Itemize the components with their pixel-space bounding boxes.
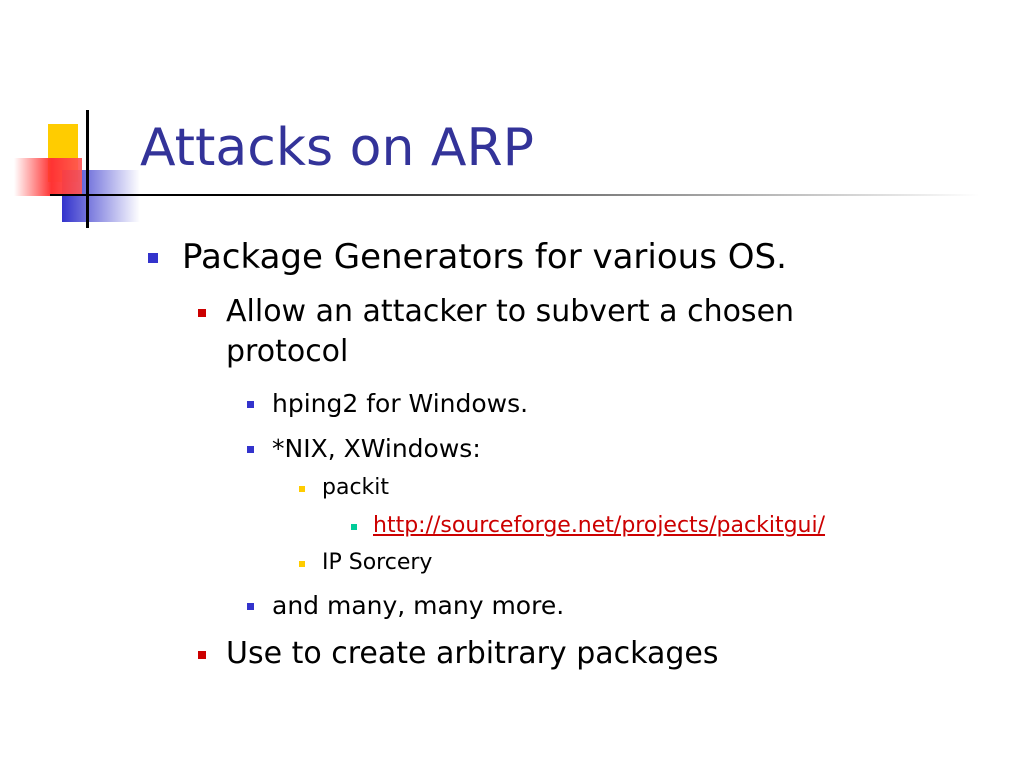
square-bullet-icon (247, 603, 254, 610)
bullet-item-level4: IP Sorcery (299, 549, 433, 577)
logo-vertical-line (86, 110, 89, 228)
bullet-text: packit (322, 475, 390, 500)
packitgui-link[interactable]: http://sourceforge.net/projects/packitgu… (373, 513, 826, 538)
bullet-text: hping2 for Windows. (272, 389, 529, 418)
logo-red-bar (14, 158, 82, 196)
bullet-item-level3: hping2 for Windows. (247, 388, 529, 420)
bullet-item-level5[interactable]: http://sourceforge.net/projects/packitgu… (351, 512, 826, 540)
square-bullet-icon (247, 401, 254, 408)
bullet-text: *NIX, XWindows: (272, 434, 481, 463)
square-bullet-icon (351, 524, 357, 530)
bullet-text-continued: protocol (226, 334, 349, 369)
square-bullet-icon (299, 561, 305, 567)
title-underline (50, 194, 980, 196)
bullet-item-level3: *NIX, XWindows: (247, 433, 481, 465)
square-bullet-icon (299, 486, 305, 492)
bullet-item-level1: Package Generators for various OS. (148, 236, 787, 278)
bullet-item-level4: packit (299, 474, 390, 502)
bullet-text: Use to create arbitrary packages (226, 636, 719, 671)
bullet-item-level2: Allow an attacker to subvert a chosen pr… (198, 292, 795, 372)
bullet-text: and many, many more. (272, 591, 565, 620)
square-bullet-icon (198, 309, 206, 317)
bullet-item-level2: Use to create arbitrary packages (198, 634, 719, 674)
square-bullet-icon (148, 253, 158, 263)
slide-decoration-logo (14, 110, 140, 228)
bullet-text: Package Generators for various OS. (182, 237, 787, 277)
bullet-item-level3: and many, many more. (247, 590, 565, 622)
square-bullet-icon (247, 446, 254, 453)
bullet-text: IP Sorcery (322, 550, 433, 575)
slide-title: Attacks on ARP (140, 118, 534, 178)
square-bullet-icon (198, 651, 206, 659)
bullet-text: Allow an attacker to subvert a chosen (226, 294, 795, 329)
